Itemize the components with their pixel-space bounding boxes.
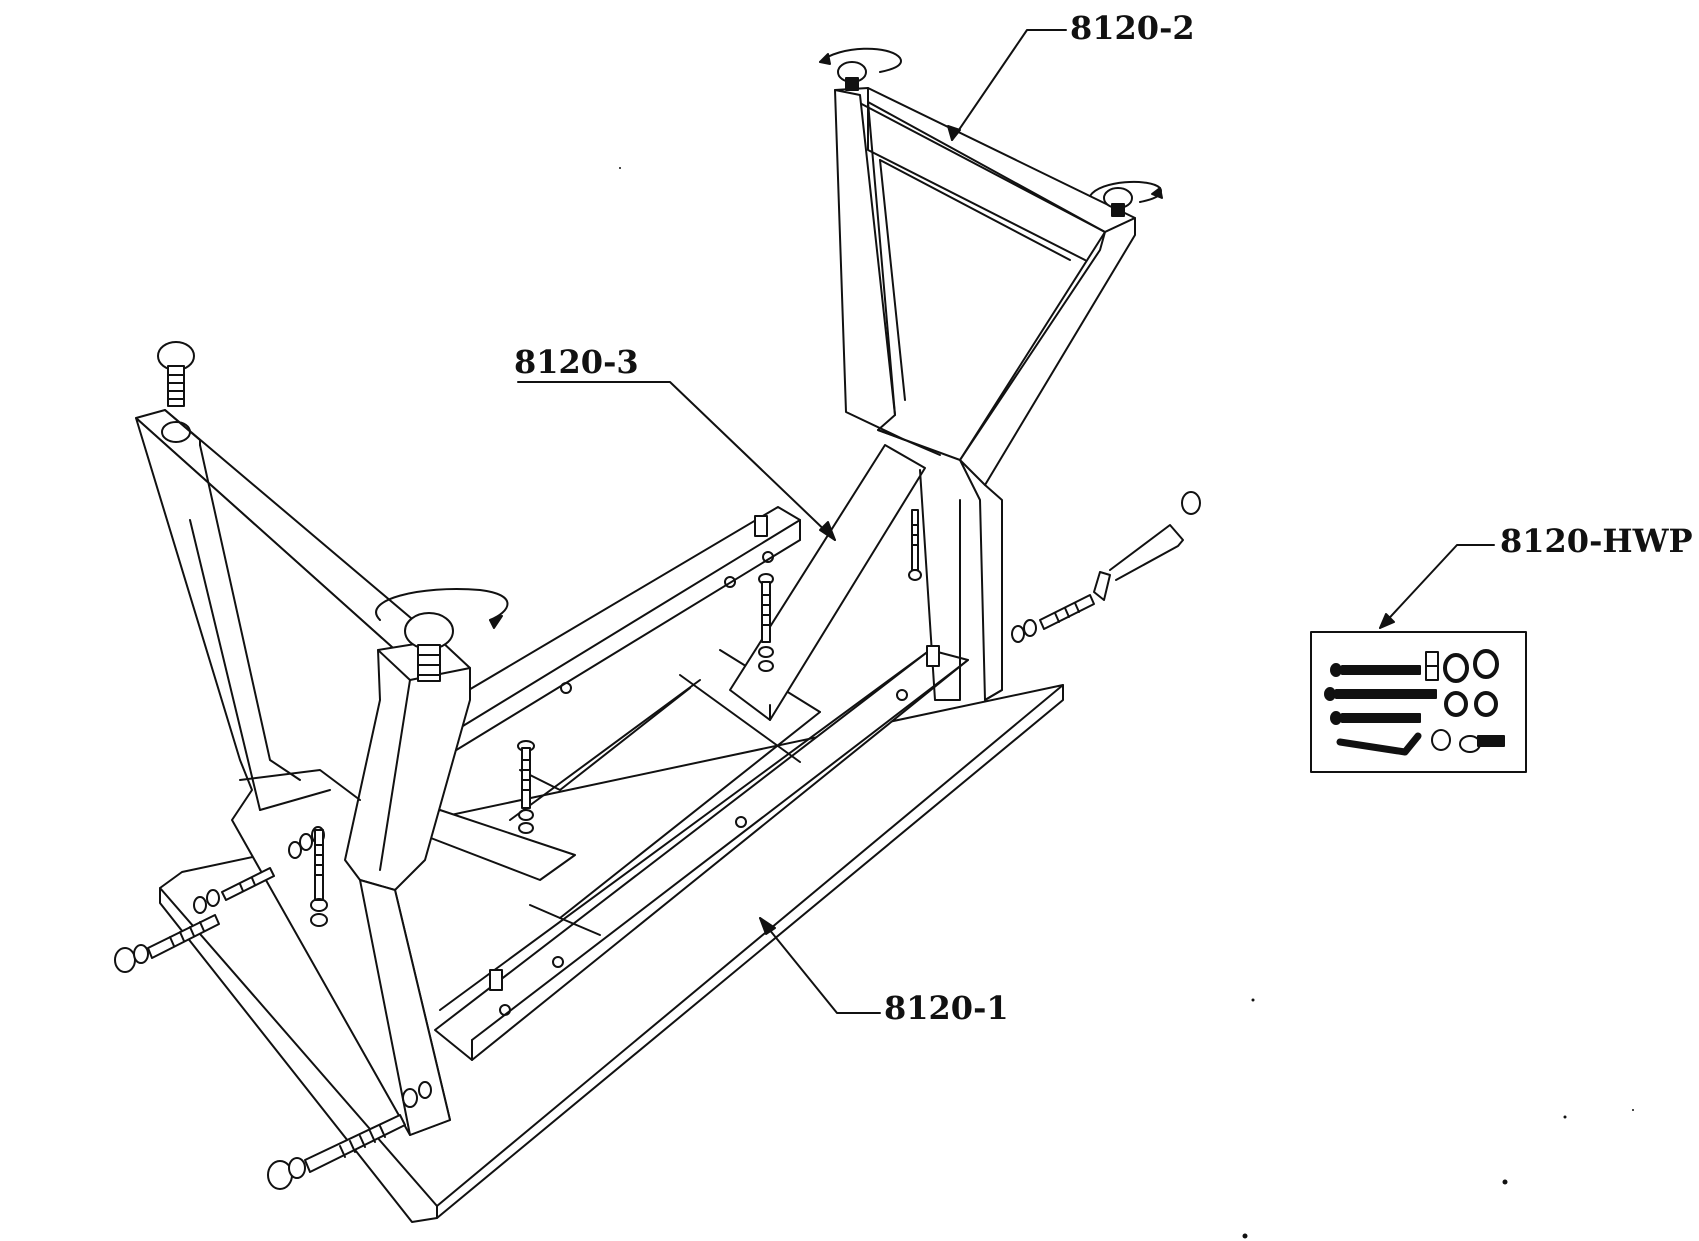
bolt-set-left-lower (267, 1081, 432, 1190)
part-label-8120-3: 8120-3 (514, 343, 639, 381)
barrel-nuts (489, 515, 940, 1016)
vertical-bolt-far (908, 509, 922, 581)
side-rail-back (417, 506, 801, 761)
left-leg-frame (135, 409, 471, 1136)
vertical-bolt-left (310, 829, 328, 927)
bolt-set-left-upper (114, 826, 325, 973)
leveler-foot-left-far (157, 341, 195, 443)
part-label-8120-1: 8120-1 (884, 989, 1009, 1027)
leader-8120-1 (759, 917, 881, 1014)
vertical-bolt-center (517, 740, 535, 834)
vertical-bolt-right (758, 573, 774, 672)
right-leg-frame (834, 87, 1136, 701)
leader-8120-2 (947, 29, 1067, 141)
inner-frame (509, 649, 821, 936)
leveler-foot-right-far (819, 47, 902, 91)
leveler-foot-right-near (1089, 180, 1163, 217)
part-label-8120-hwp: 8120-HWP (1500, 522, 1693, 560)
leveler-foot-left-near (375, 588, 509, 682)
scan-dots (619, 167, 1634, 1239)
part-label-8120-2: 8120-2 (1070, 9, 1195, 47)
side-rail-front (434, 649, 969, 1061)
leader-8120-hwp (1379, 544, 1495, 629)
bolt-set-right (1011, 491, 1201, 643)
hardware-pack-box (1310, 631, 1527, 773)
leader-8120-3 (517, 381, 836, 541)
